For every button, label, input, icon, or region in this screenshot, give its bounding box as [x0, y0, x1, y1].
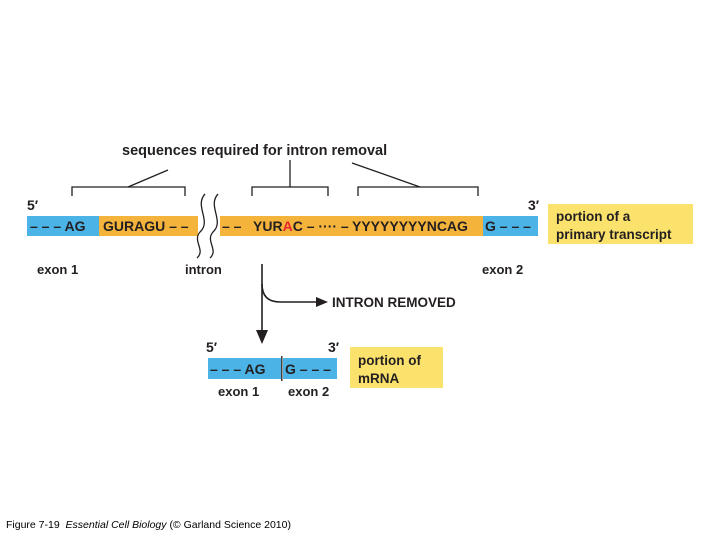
mrna-5prime: 5′	[206, 339, 218, 355]
intron-removed-label: INTRON REMOVED	[332, 295, 456, 310]
side-arrow-head	[316, 297, 328, 307]
exon2-sequence: G – – –	[485, 218, 531, 234]
primary-transcript-box	[548, 204, 693, 244]
caption-prefix: Figure 7-19	[6, 519, 60, 531]
bracket-5-pointer	[127, 169, 169, 188]
bracket-5-splice-site	[71, 186, 186, 196]
mrna-3prime: 3′	[328, 339, 340, 355]
mrna-exon2-sequence: G – – –	[285, 361, 331, 377]
mrna-label-exon2: exon 2	[288, 384, 329, 399]
bracket-3-splice-site	[357, 186, 479, 196]
label-exon2: exon 2	[482, 262, 523, 277]
bracket-3-pointer	[351, 162, 421, 188]
intron-mid-dashes: – –	[222, 218, 242, 234]
intron-segment	[99, 216, 483, 236]
branch-point-sequence: YURAC – ···· –	[253, 218, 349, 234]
transcript-5prime: 5′	[27, 197, 39, 213]
label-intron: intron	[185, 262, 222, 277]
exon1-segment	[27, 216, 99, 236]
down-arrow-head	[256, 330, 268, 344]
transcript-3prime: 3′	[528, 197, 540, 213]
mrna-exon1-segment	[208, 358, 281, 379]
primary-transcript-line1: portion of a	[556, 209, 631, 224]
exon2-segment	[483, 216, 538, 236]
exon1-sequence: – – – AG	[30, 218, 86, 234]
intron-5-sequence: GURAGU – –	[103, 218, 189, 234]
mrna-exon2-segment	[283, 358, 337, 379]
intron-3-sequence: YYYYYYYYNCAG	[352, 218, 468, 234]
side-arrow-shaft	[261, 283, 318, 303]
mrna-box-line1: portion of	[358, 353, 421, 368]
diagram-heading: sequences required for intron removal	[122, 143, 387, 159]
mrna-box-line2: mRNA	[358, 371, 400, 386]
label-exon1: exon 1	[37, 262, 78, 277]
branch-point-a: A	[283, 218, 293, 234]
caption-book: Essential Cell Biology	[65, 519, 167, 531]
mrna-exon1-sequence: – – – AG	[210, 361, 266, 377]
mrna-label-exon1: exon 1	[218, 384, 259, 399]
mrna-box	[350, 347, 443, 388]
bracket-branch-point	[251, 186, 329, 196]
primary-transcript-line2: primary transcript	[556, 227, 672, 242]
figure-caption: Figure 7-19 Essential Cell Biology (© Ga…	[6, 519, 291, 531]
splicing-arrows	[256, 264, 328, 344]
break-wavy-lines	[196, 193, 219, 259]
caption-suffix: (© Garland Science 2010)	[169, 519, 291, 531]
sequence-brackets	[71, 160, 479, 196]
